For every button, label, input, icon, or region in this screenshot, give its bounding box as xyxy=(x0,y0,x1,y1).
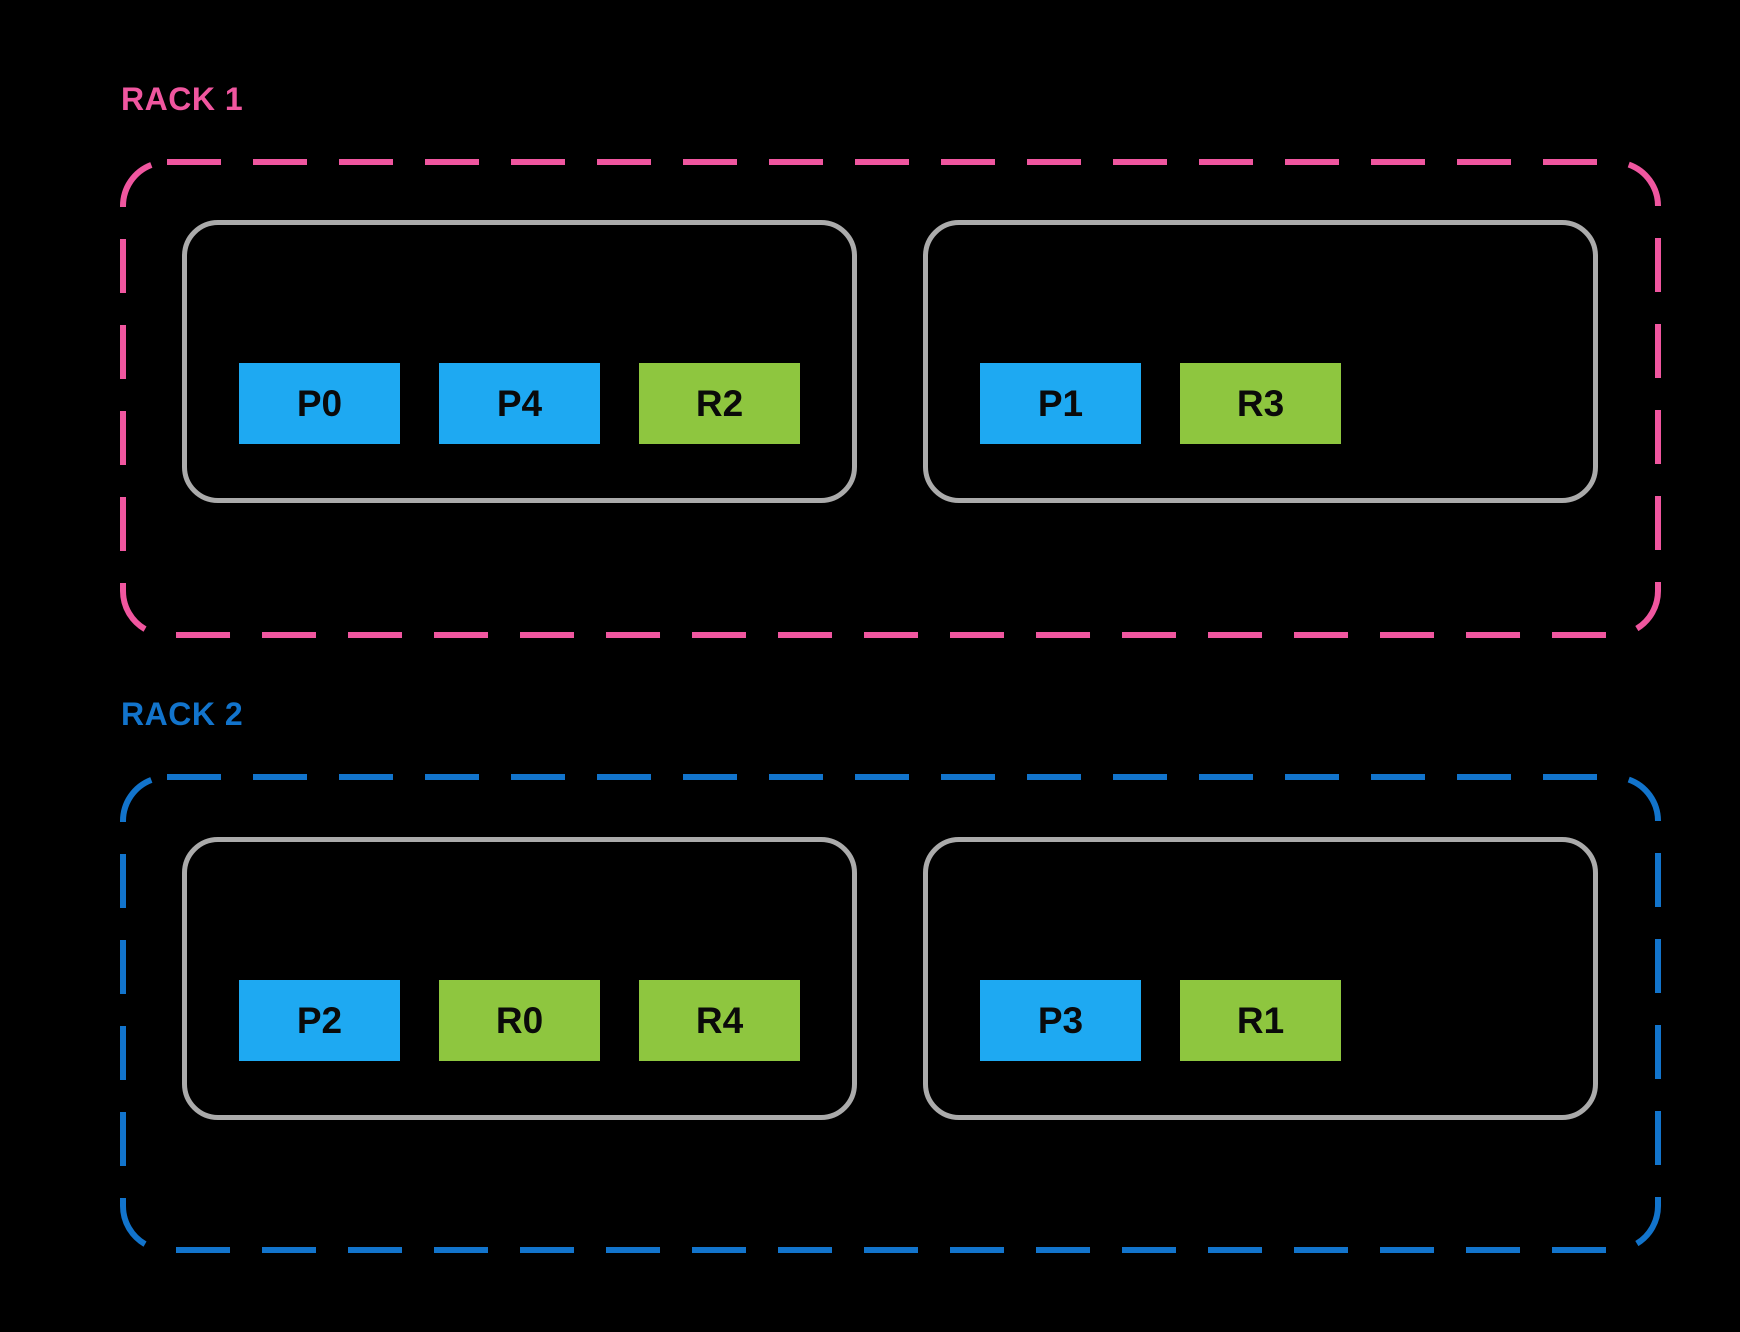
node-chip-p4: P4 xyxy=(439,363,600,444)
node-chip-p2: P2 xyxy=(239,980,400,1061)
node-chip-r1: R1 xyxy=(1180,980,1341,1061)
node-chip-p1: P1 xyxy=(980,363,1141,444)
rack-1-host-1: P0 P4 R2 xyxy=(182,220,857,503)
rack-1-host-2: P1 R3 xyxy=(923,220,1598,503)
rack-2-host-2: P3 R1 xyxy=(923,837,1598,1120)
node-chip-r3: R3 xyxy=(1180,363,1341,444)
rack-2-dashed-boundary xyxy=(120,774,1661,1253)
node-chip-r2: R2 xyxy=(639,363,800,444)
rack-2-label: RACK 2 xyxy=(121,696,244,732)
rack-2-host-1: P2 R0 R4 xyxy=(182,837,857,1120)
rack-1-dashed-boundary xyxy=(120,159,1661,638)
node-chip-p3: P3 xyxy=(980,980,1141,1061)
rack-2-host-2-nodes: P3 R1 xyxy=(980,980,1341,1061)
rack-1-label: RACK 1 xyxy=(121,81,244,117)
rack-1-host-2-nodes: P1 R3 xyxy=(980,363,1341,444)
rack-1-boundary-rect xyxy=(120,159,1661,638)
rack-2-boundary-rect xyxy=(120,774,1661,1253)
rack-1-host-1-nodes: P0 P4 R2 xyxy=(239,363,800,444)
node-chip-r4: R4 xyxy=(639,980,800,1061)
rack-2-host-1-nodes: P2 R0 R4 xyxy=(239,980,800,1061)
node-chip-p0: P0 xyxy=(239,363,400,444)
node-chip-r0: R0 xyxy=(439,980,600,1061)
